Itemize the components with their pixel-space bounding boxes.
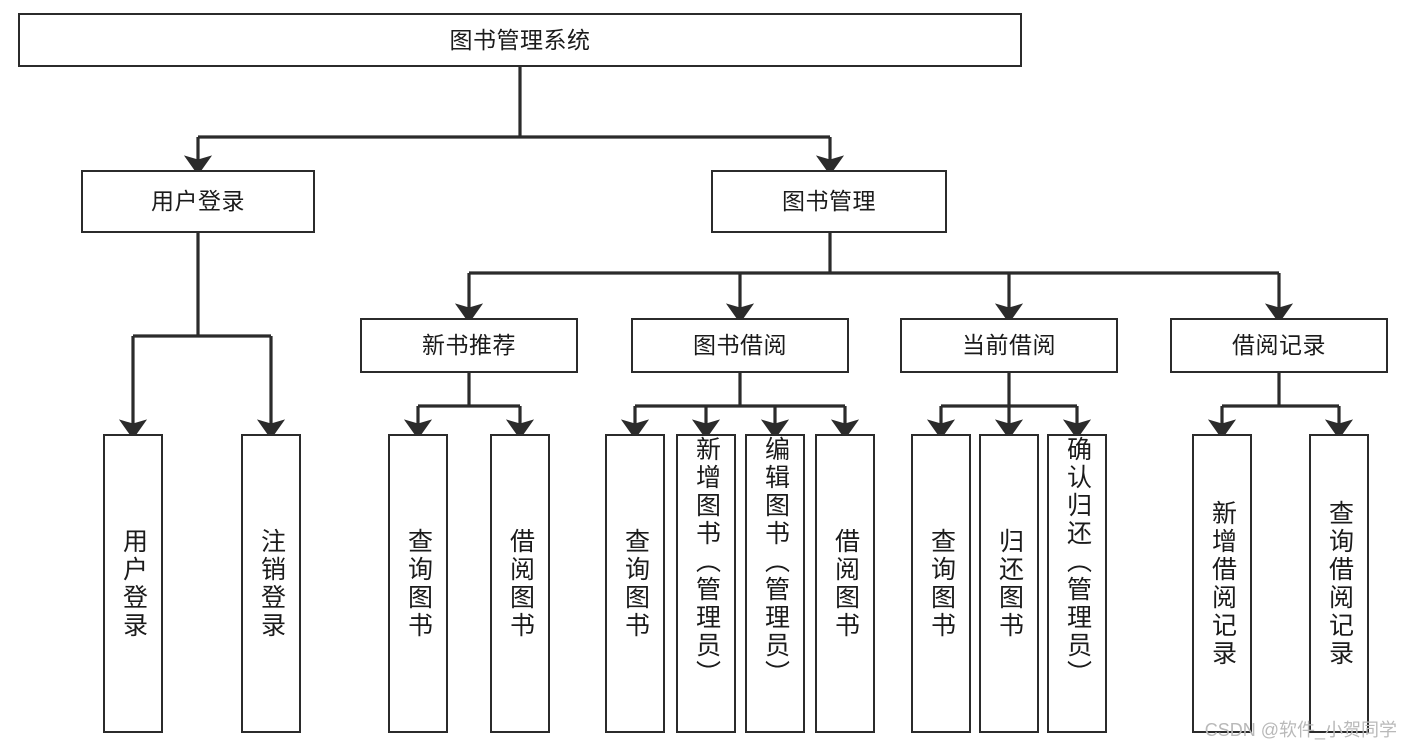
node-leaf-bb-query-book[interactable]: 查询图书 (605, 434, 665, 733)
node-new-book-recommend[interactable]: 新书推荐 (360, 318, 578, 373)
node-label: 图书借阅 (693, 332, 787, 358)
node-borrow-record[interactable]: 借阅记录 (1170, 318, 1388, 373)
node-label: 查询图书 (404, 527, 433, 640)
node-label: 编辑图书（管理员） (761, 436, 790, 688)
node-label: 查询借阅记录 (1325, 499, 1354, 668)
node-leaf-logout[interactable]: 注销登录 (241, 434, 301, 733)
node-leaf-cb-return-book[interactable]: 归还图书 (979, 434, 1039, 733)
node-label: 借阅图书 (831, 527, 860, 640)
node-leaf-br-query-record[interactable]: 查询借阅记录 (1309, 434, 1369, 733)
node-label: 图书管理系统 (449, 26, 591, 53)
node-label: 借阅记录 (1232, 332, 1326, 358)
node-root-library-management-system[interactable]: 图书管理系统 (18, 13, 1022, 67)
node-label: 用户登录 (151, 188, 245, 214)
node-label: 当前借阅 (962, 332, 1056, 358)
node-leaf-cb-confirm-return-admin[interactable]: 确认归还（管理员） (1047, 434, 1107, 733)
node-leaf-user-login[interactable]: 用户登录 (103, 434, 163, 733)
node-label: 查询图书 (927, 527, 956, 640)
node-current-borrow[interactable]: 当前借阅 (900, 318, 1118, 373)
node-label: 确认归还（管理员） (1063, 436, 1092, 688)
node-leaf-bb-edit-book-admin[interactable]: 编辑图书（管理员） (745, 434, 805, 733)
node-label: 用户登录 (119, 527, 148, 640)
node-label: 新增图书（管理员） (692, 436, 721, 688)
node-book-management[interactable]: 图书管理 (711, 170, 947, 233)
node-book-borrow[interactable]: 图书借阅 (631, 318, 849, 373)
node-label: 图书管理 (782, 188, 876, 214)
node-label: 新书推荐 (422, 332, 516, 358)
node-leaf-br-add-record[interactable]: 新增借阅记录 (1192, 434, 1252, 733)
node-label: 归还图书 (995, 527, 1024, 640)
node-label: 新增借阅记录 (1208, 499, 1237, 668)
node-leaf-nb-query-book[interactable]: 查询图书 (388, 434, 448, 733)
node-leaf-cb-query-book[interactable]: 查询图书 (911, 434, 971, 733)
node-label: 注销登录 (257, 527, 286, 640)
node-user-login[interactable]: 用户登录 (81, 170, 315, 233)
node-leaf-bb-borrow-book[interactable]: 借阅图书 (815, 434, 875, 733)
node-leaf-nb-borrow-book[interactable]: 借阅图书 (490, 434, 550, 733)
node-label: 查询图书 (621, 527, 650, 640)
node-label: 借阅图书 (506, 527, 535, 640)
node-leaf-bb-add-book-admin[interactable]: 新增图书（管理员） (676, 434, 736, 733)
